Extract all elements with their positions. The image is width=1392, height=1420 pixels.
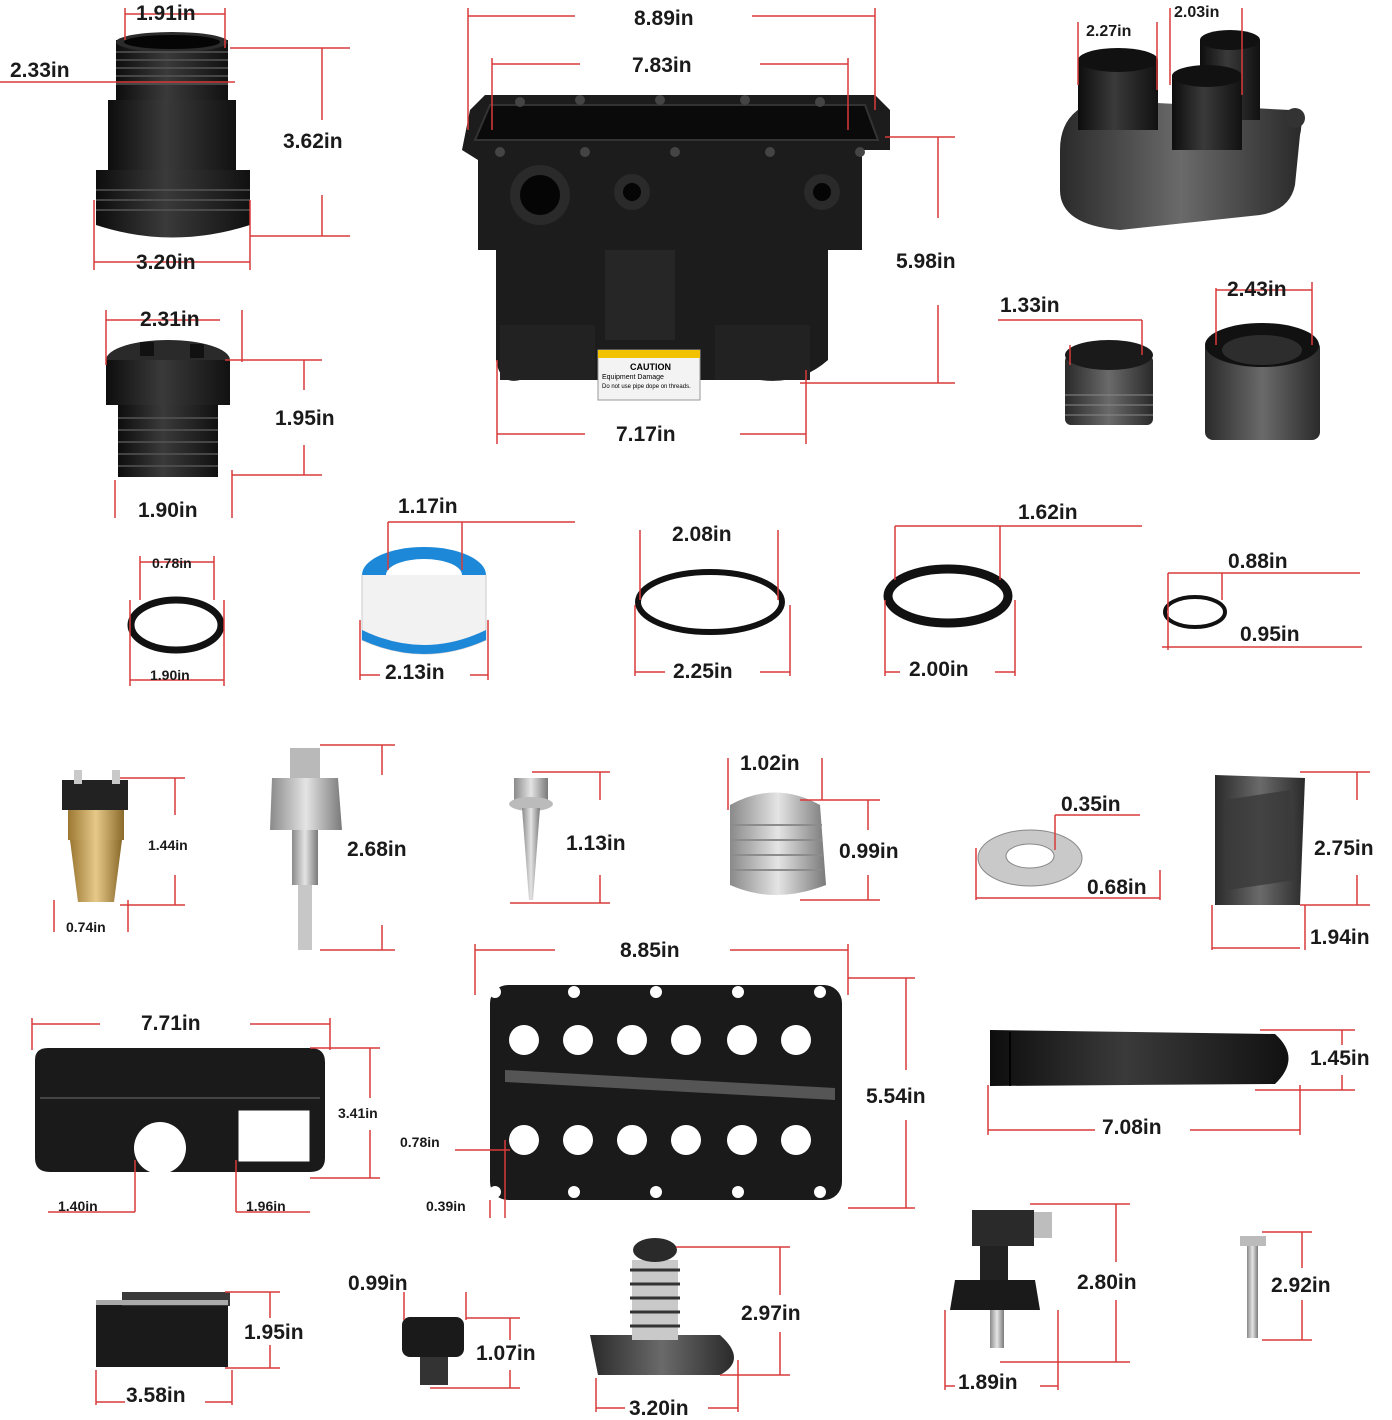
dim-label: 1.13in bbox=[566, 832, 626, 855]
o-ring-2-08 bbox=[635, 569, 785, 635]
caution-label-line1: Equipment Damage bbox=[602, 374, 664, 381]
pressure-switch bbox=[950, 1210, 1052, 1348]
dim-label: 1.40in bbox=[58, 1198, 98, 1214]
brass-thermostat bbox=[62, 770, 128, 902]
dim-label: 0.88in bbox=[1228, 550, 1288, 573]
pressure-tube bbox=[990, 1030, 1289, 1086]
dim-label: 7.08in bbox=[1102, 1116, 1162, 1139]
outlet-manifold-part bbox=[1060, 30, 1305, 230]
bolt bbox=[1240, 1236, 1266, 1338]
flat-washer bbox=[977, 829, 1083, 887]
dim-label: 1.45in bbox=[1310, 1047, 1370, 1070]
threaded-plug-part bbox=[106, 340, 230, 477]
dim-label: 2.80in bbox=[1077, 1271, 1137, 1294]
o-ring-small bbox=[127, 596, 225, 654]
dim-label: 1.96in bbox=[246, 1198, 286, 1214]
ptfe-tape-roll bbox=[361, 547, 487, 655]
dim-label: 1.44in bbox=[148, 837, 188, 853]
dim-label: 1.17in bbox=[398, 495, 458, 518]
dim-label: 7.71in bbox=[141, 1012, 201, 1035]
dim-label: 1.07in bbox=[476, 1342, 536, 1365]
dim-label: 2.00in bbox=[909, 658, 969, 681]
dim-label: 1.90in bbox=[138, 499, 198, 522]
drain-plug bbox=[730, 792, 826, 895]
dim-label: 2.33in bbox=[10, 59, 70, 82]
dim-label: 3.62in bbox=[283, 130, 343, 153]
dim-label: 5.98in bbox=[896, 250, 956, 273]
dim-label: 1.89in bbox=[958, 1371, 1018, 1394]
dim-label: 1.62in bbox=[1018, 501, 1078, 524]
dim-label: 2.08in bbox=[672, 523, 732, 546]
knob-plug bbox=[402, 1317, 464, 1385]
dim-label: 1.91in bbox=[136, 2, 196, 25]
dim-label: 5.54in bbox=[866, 1085, 926, 1108]
dim-label: 7.83in bbox=[632, 54, 692, 77]
dim-label: 1.95in bbox=[275, 407, 335, 430]
dim-label: 1.94in bbox=[1310, 926, 1370, 949]
dim-label: 0.35in bbox=[1061, 793, 1121, 816]
dim-label: 1.33in bbox=[1000, 294, 1060, 317]
dim-label: 2.92in bbox=[1271, 1274, 1331, 1297]
mounting-bracket bbox=[35, 1048, 325, 1174]
dim-label: 1.90in bbox=[150, 667, 190, 683]
dim-label: 2.43in bbox=[1227, 278, 1287, 301]
dim-label: 2.25in bbox=[673, 660, 733, 683]
dim-label: 1.02in bbox=[740, 752, 800, 775]
dim-label: 0.78in bbox=[400, 1134, 440, 1150]
spring-check-valve bbox=[590, 1238, 734, 1375]
dim-label: 8.89in bbox=[634, 7, 694, 30]
caution-label-line2: Do not use pipe dope on threads. bbox=[602, 384, 691, 390]
dim-label: 2.27in bbox=[1086, 23, 1132, 40]
o-ring-tiny bbox=[1163, 595, 1227, 629]
dim-label: 2.75in bbox=[1314, 837, 1374, 860]
dim-label: 3.20in bbox=[629, 1397, 689, 1420]
dim-label: 0.74in bbox=[66, 919, 106, 935]
dim-label: 2.97in bbox=[741, 1302, 801, 1325]
dim-label: 7.17in bbox=[616, 423, 676, 446]
dim-label: 2.31in bbox=[140, 308, 200, 331]
caution-label-title: CAUTION bbox=[630, 362, 671, 372]
dimension-lines bbox=[0, 8, 1370, 1412]
dim-label: 0.68in bbox=[1087, 876, 1147, 899]
dim-label: 2.68in bbox=[347, 838, 407, 861]
dim-label: 0.78in bbox=[152, 555, 192, 571]
dim-label: 3.41in bbox=[338, 1105, 378, 1121]
small-bracket bbox=[96, 1292, 230, 1367]
dim-label: 3.58in bbox=[126, 1384, 186, 1407]
dim-label: 0.95in bbox=[1240, 623, 1300, 646]
dim-label: 0.39in bbox=[426, 1198, 466, 1214]
dim-label: 2.03in bbox=[1174, 4, 1220, 21]
dim-label: 8.85in bbox=[620, 939, 680, 962]
self-tapping-screw bbox=[509, 778, 553, 900]
dim-label: 2.13in bbox=[385, 661, 445, 684]
small-cap-part bbox=[1065, 340, 1153, 425]
dim-label: 0.99in bbox=[348, 1272, 408, 1295]
o-ring-1-62 bbox=[883, 564, 1013, 628]
heater-manifold-housing bbox=[462, 95, 890, 401]
dim-label: 0.99in bbox=[839, 840, 899, 863]
manifold-gasket bbox=[489, 985, 842, 1200]
large-cap-part bbox=[1205, 323, 1320, 440]
temperature-sensor bbox=[270, 748, 342, 950]
grease-packet bbox=[1215, 775, 1305, 905]
dim-label: 1.95in bbox=[244, 1321, 304, 1344]
dim-label: 3.20in bbox=[136, 251, 196, 274]
union-fitting-part bbox=[96, 32, 250, 238]
